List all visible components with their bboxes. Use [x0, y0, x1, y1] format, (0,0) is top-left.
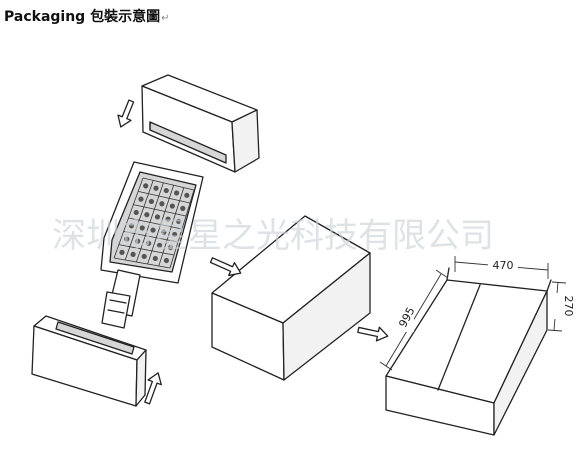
- led-grid-row-line: [133, 204, 187, 217]
- led-cell: [173, 190, 180, 196]
- led-grid-col-line: [113, 177, 144, 259]
- dimension-width: 470: [454, 256, 549, 279]
- led-cell: [176, 218, 182, 224]
- hollow-arrow-icon: [117, 99, 135, 128]
- led-grid-row-line: [113, 257, 171, 269]
- led-cell: [154, 214, 161, 220]
- led-cell: [148, 198, 155, 205]
- led-cell: [146, 240, 152, 246]
- led-grid-col-line: [136, 182, 164, 263]
- led-cell: [172, 231, 178, 238]
- led-cell: [163, 257, 170, 264]
- hollow-arrow-icon: [357, 326, 389, 342]
- street-light: [100, 161, 204, 329]
- led-cell: [184, 192, 190, 198]
- width-label: 470: [493, 259, 514, 272]
- led-cell: [135, 238, 141, 244]
- led-grid-col-line: [158, 187, 185, 267]
- return-mark: ↵: [161, 13, 170, 24]
- depth-label: 270: [562, 296, 575, 317]
- led-cell: [130, 251, 136, 257]
- led-cell: [138, 196, 144, 202]
- dimension-length: 995: [379, 269, 449, 371]
- led-grid-row-line: [128, 217, 183, 230]
- hollow-arrow-icon: [209, 257, 242, 277]
- led-grid-row-line: [138, 190, 191, 204]
- led-cell: [119, 249, 125, 255]
- led-grid-col-line: [124, 180, 154, 261]
- dimension-depth: 270: [547, 281, 575, 332]
- box-sleeve-bottom: [31, 315, 147, 407]
- box-sleeve-top: [141, 74, 260, 173]
- led-cell: [141, 253, 147, 260]
- led-cell: [128, 223, 135, 229]
- led-cell: [153, 185, 159, 191]
- led-cell: [180, 205, 186, 211]
- led-grid-row-line: [142, 177, 195, 191]
- led-cell: [152, 255, 158, 262]
- closed-box: [211, 215, 371, 381]
- watermark-text: 深圳市星星之光科技有限公司: [52, 216, 494, 256]
- led-cell: [133, 209, 139, 216]
- led-grid-col-line: [147, 185, 174, 265]
- led-cell: [165, 216, 171, 222]
- led-cell: [163, 187, 169, 194]
- led-cell: [139, 225, 145, 231]
- page-title: Packaging 包裝示意圖↵: [4, 6, 169, 26]
- led-cell: [161, 229, 167, 235]
- led-cell: [167, 244, 174, 251]
- led-cell: [143, 183, 149, 189]
- led-cell: [156, 242, 163, 248]
- title-text: Packaging 包裝示意圖: [4, 9, 161, 25]
- led-cell: [159, 201, 165, 207]
- led-grid-row-line: [123, 230, 179, 243]
- led-cell: [150, 227, 156, 233]
- led-module-grid: [113, 177, 195, 269]
- led-cell: [124, 236, 130, 242]
- open-box: [385, 267, 552, 436]
- led-grid-row-line: [118, 244, 175, 256]
- led-cell: [169, 203, 175, 209]
- led-grid-col-line: [169, 189, 195, 269]
- led-cell: [144, 212, 150, 218]
- hollow-arrow-icon: [144, 372, 162, 405]
